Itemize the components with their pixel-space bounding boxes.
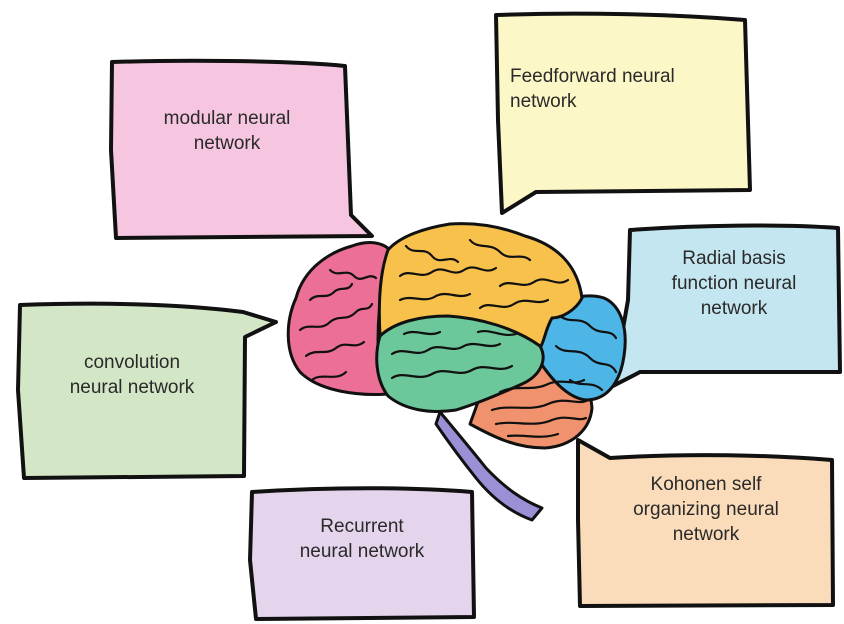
kohonen-line-2: organizing neural <box>633 499 779 520</box>
recurrent-bubble <box>248 486 476 621</box>
kohonen-bubble <box>576 438 835 608</box>
radial-bubble <box>611 223 842 388</box>
brain-stem <box>434 410 544 522</box>
brain-icon <box>286 222 627 522</box>
convolution-bubble <box>16 301 278 480</box>
modular-bubble <box>109 58 374 240</box>
radial-line-3: network <box>700 298 768 319</box>
kohonen-bubble-text: Kohonen self organizing neural network <box>582 472 830 547</box>
radial-bubble-text: Radial basis function neural network <box>630 246 838 321</box>
feedforward-bubble <box>494 11 752 215</box>
feedforward-line-2: network <box>510 91 577 112</box>
recurrent-line-2: neural network <box>299 541 425 562</box>
modular-line-1: modular neural <box>163 108 291 129</box>
convolution-line-1: convolution <box>83 352 181 373</box>
brain-folds <box>298 238 618 438</box>
radial-line-1: Radial basis <box>682 248 786 269</box>
convolution-bubble-text: convolution neural network <box>22 350 242 400</box>
brain-temporal <box>375 314 545 413</box>
kohonen-line-1: Kohonen self <box>650 474 762 495</box>
feedforward-line-1: Feedforward neural <box>510 66 675 87</box>
kohonen-line-3: network <box>672 524 740 545</box>
modular-bubble-text: modular neural network <box>112 106 342 156</box>
radial-line-2: function neural <box>671 273 797 294</box>
modular-line-2: network <box>193 133 261 154</box>
convolution-line-2: neural network <box>69 377 195 398</box>
recurrent-line-1: Recurrent <box>320 516 404 537</box>
feedforward-bubble-text: Feedforward neural network <box>510 64 740 114</box>
recurrent-bubble-text: Recurrent neural network <box>252 514 472 564</box>
